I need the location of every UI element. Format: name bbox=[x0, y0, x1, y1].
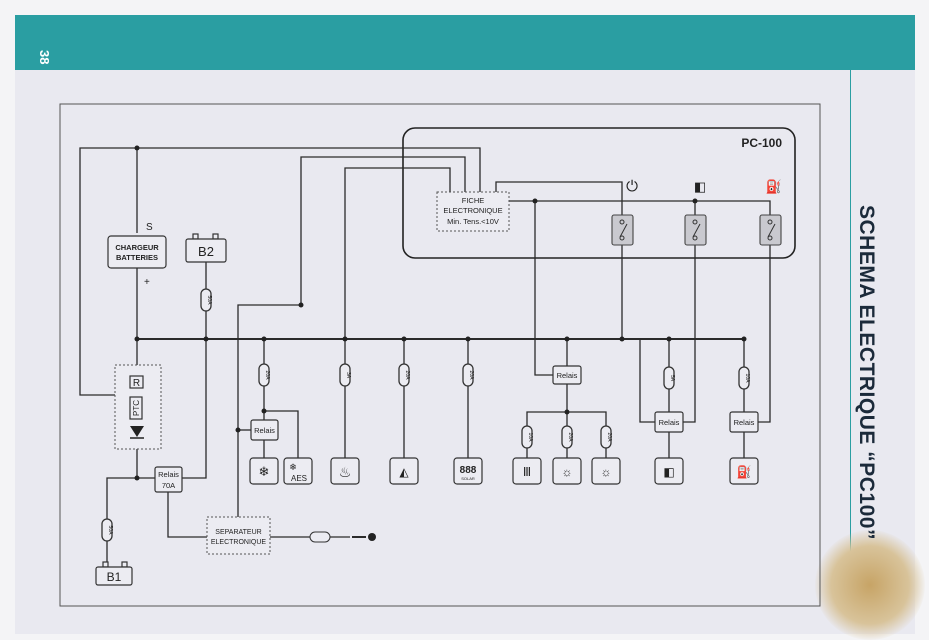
svg-text:ELECTRONIQUE: ELECTRONIQUE bbox=[211, 539, 267, 546]
fuse-rating: 10A bbox=[527, 433, 533, 443]
fuse-rating: 50A bbox=[107, 526, 113, 536]
diode-icon bbox=[130, 426, 144, 437]
power-icon: ⏻ bbox=[626, 178, 638, 195]
svg-text:ELECTRONIQUE: ELECTRONIQUE bbox=[443, 206, 502, 215]
fuse-rating: 20A bbox=[404, 371, 410, 381]
battery-b2: B2 bbox=[185, 233, 227, 263]
wires bbox=[79, 147, 771, 567]
light-b-icon: ☼ bbox=[601, 465, 612, 479]
fuse-gas: 20A bbox=[398, 363, 410, 387]
margin-rule bbox=[850, 70, 851, 610]
svg-text:BATTERIES: BATTERIES bbox=[116, 253, 158, 262]
fiche-electronique: FICHE ELECTRONIQUE Min. Tens.<10V bbox=[436, 191, 510, 232]
fuses: 50A 50A 20A 3A 20A 20A 10A 20A 20A 5A 10A bbox=[101, 288, 750, 542]
light-b-load: ☼ bbox=[591, 457, 621, 485]
gas-load: ◭ bbox=[389, 457, 419, 485]
fuse-rating: 20A bbox=[264, 371, 270, 381]
separateur-electronique: SEPARATEUR ELECTRONIQUE bbox=[206, 516, 331, 555]
svg-text:AES: AES bbox=[291, 474, 307, 483]
snowflake-icon: ❄ bbox=[289, 462, 297, 472]
solar-panel-icon: 888 bbox=[460, 465, 477, 476]
fuse-rating: 20A bbox=[468, 371, 474, 381]
fuse-light-b: 20A bbox=[600, 425, 612, 449]
ptc-module: R PTC bbox=[114, 364, 162, 450]
pump-switch bbox=[759, 214, 782, 246]
aes-load: ❄ AES bbox=[283, 457, 313, 485]
svg-text:PTC: PTC bbox=[132, 400, 141, 416]
charger-batteries: CHARGEUR BATTERIES S + bbox=[107, 222, 167, 288]
light-a-load: ☼ bbox=[552, 457, 582, 485]
svg-text:Relais: Relais bbox=[557, 371, 578, 380]
water-pump-icon: ⛽ bbox=[766, 179, 782, 194]
svg-text:SOLAR: SOLAR bbox=[461, 476, 475, 481]
pc100-panel: PC-100 bbox=[402, 127, 796, 259]
svg-text:CHARGEUR: CHARGEUR bbox=[115, 243, 159, 252]
diagram-frame bbox=[59, 103, 821, 607]
fuse-lamp: 5A bbox=[663, 366, 675, 390]
gas-icon: ◭ bbox=[399, 465, 409, 479]
fuse-rating: 5A bbox=[669, 375, 675, 382]
svg-text:+: + bbox=[144, 277, 150, 288]
radiator-icon: Ⅲ bbox=[523, 465, 531, 479]
fuse-rating: 10A bbox=[744, 374, 750, 384]
svg-text:SEPARATEUR: SEPARATEUR bbox=[215, 529, 261, 536]
svg-text:Relais: Relais bbox=[734, 418, 755, 427]
paper-stain bbox=[815, 530, 925, 640]
panel-name: PC-100 bbox=[741, 136, 782, 150]
fuse-rating: 50A bbox=[206, 296, 212, 306]
relay-70a: Relais 70A bbox=[154, 466, 183, 493]
heater-load: ♨ bbox=[330, 457, 360, 485]
fuse-light-a: 20A bbox=[561, 425, 573, 449]
fuse-rating: 20A bbox=[567, 433, 573, 443]
flame-icon: ♨ bbox=[339, 464, 352, 480]
document-page bbox=[15, 15, 915, 634]
lamp-icon: ◧ bbox=[694, 179, 706, 194]
fuse-solar: 20A bbox=[462, 363, 474, 387]
fuse-rating: 20A bbox=[606, 433, 612, 443]
header-band bbox=[15, 15, 915, 70]
fuse-fridge: 20A bbox=[258, 363, 270, 387]
svg-text:B1: B1 bbox=[107, 570, 122, 584]
battery-b1: B1 bbox=[95, 561, 133, 586]
water-pump-icon: ⛽ bbox=[737, 465, 752, 479]
svg-text:Relais: Relais bbox=[254, 426, 275, 435]
svg-text:B2: B2 bbox=[198, 244, 214, 259]
light-a-icon: ☼ bbox=[562, 465, 573, 479]
switches: ⏻ ◧ ⛽ bbox=[611, 178, 782, 246]
fuse-b1: 50A bbox=[101, 518, 113, 542]
junctions bbox=[134, 145, 747, 541]
fuse-rad: 10A bbox=[521, 425, 533, 449]
fuse-b2: 50A bbox=[200, 288, 212, 312]
svg-text:Relais: Relais bbox=[158, 470, 179, 479]
fuse-pump: 10A bbox=[738, 366, 750, 390]
snowflake-icon: ❄ bbox=[259, 464, 270, 479]
relays: Relais Relais Relais Relais bbox=[250, 365, 759, 441]
lamp-load: ◧ bbox=[654, 457, 684, 485]
lamp-icon: ◧ bbox=[663, 465, 674, 479]
fuse-heater: 3A bbox=[339, 363, 351, 387]
lamp-switch bbox=[684, 214, 707, 246]
fuse-rating: 3A bbox=[345, 372, 351, 379]
pump-load: ⛽ bbox=[729, 457, 759, 485]
power-switch bbox=[611, 214, 634, 246]
svg-text:Min. Tens.<10V: Min. Tens.<10V bbox=[447, 217, 499, 226]
svg-text:FICHE: FICHE bbox=[462, 196, 485, 205]
svg-text:R: R bbox=[133, 378, 140, 389]
svg-text:70A: 70A bbox=[162, 481, 175, 490]
svg-text:Relais: Relais bbox=[659, 418, 680, 427]
plug-icon bbox=[309, 531, 331, 543]
fridge-load: ❄ bbox=[249, 457, 279, 485]
svg-text:S: S bbox=[146, 222, 153, 233]
radiator-load: Ⅲ bbox=[512, 457, 542, 485]
